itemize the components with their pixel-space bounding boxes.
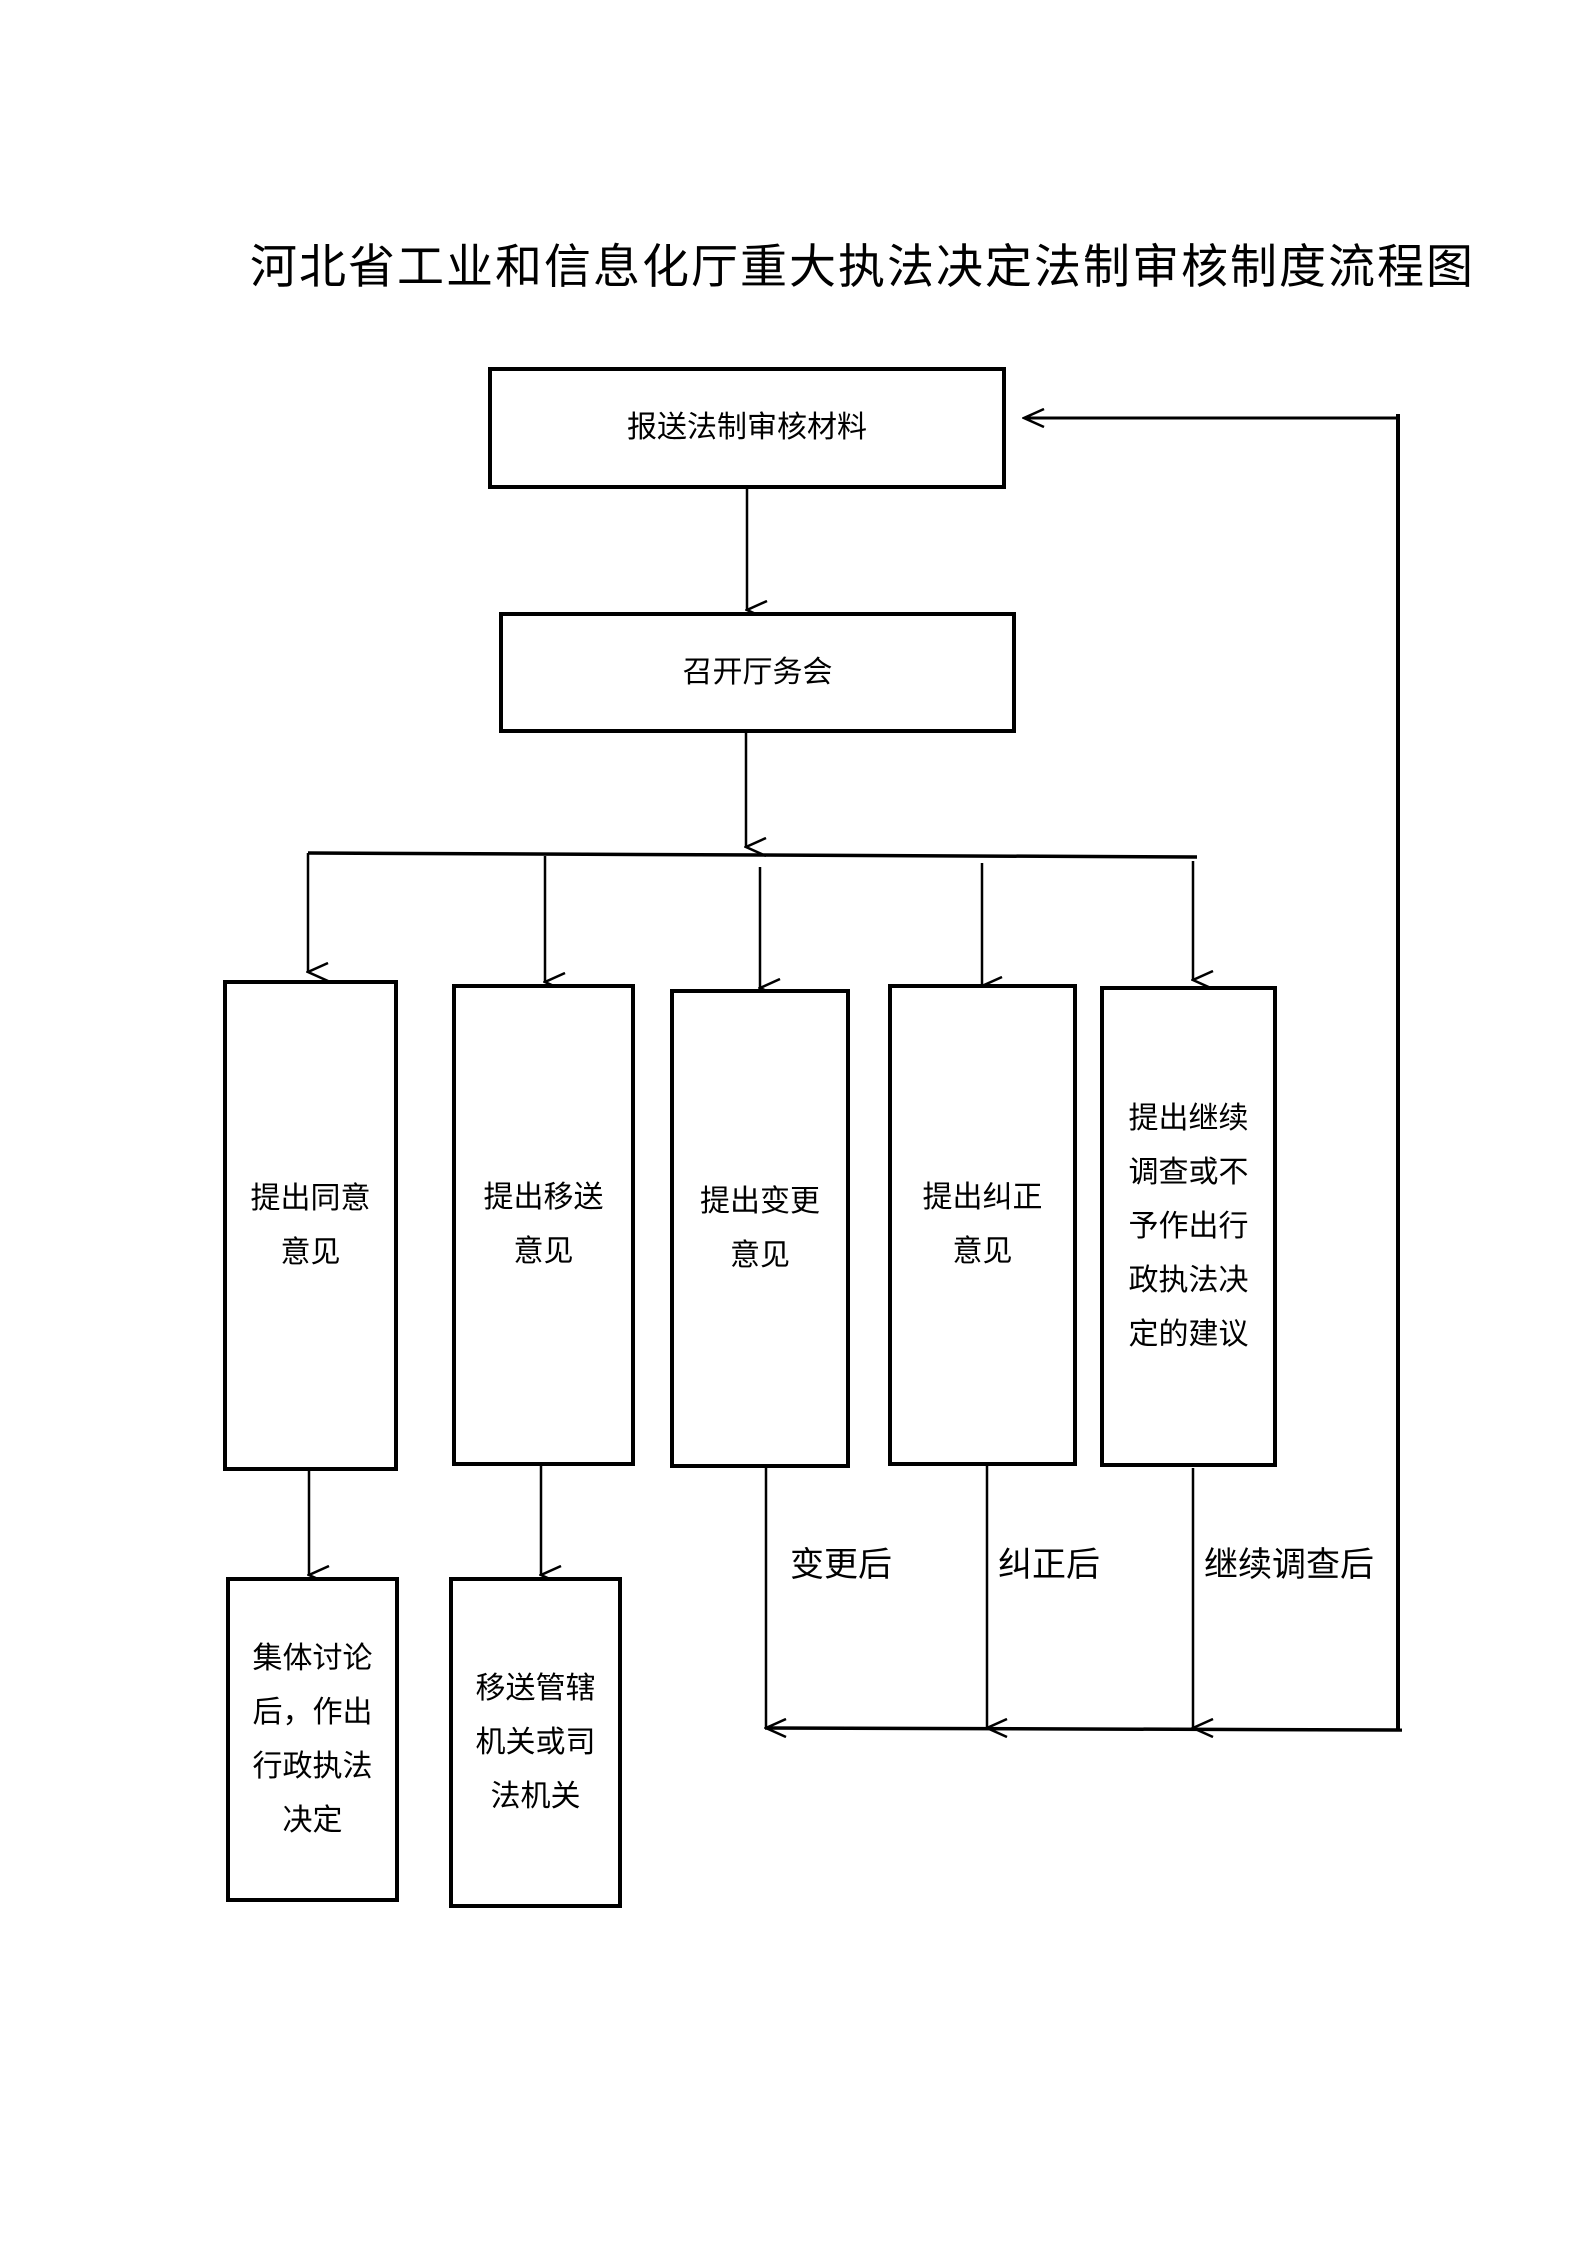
node-correct-label: 提出纠正意见 bbox=[922, 1180, 1043, 1269]
node-change: 提出变更意见 bbox=[670, 989, 850, 1468]
node-meeting: 召开厅务会 bbox=[499, 612, 1016, 733]
node-submit-label: 报送法制审核材料 bbox=[627, 410, 867, 445]
node-correct: 提出纠正意见 bbox=[888, 984, 1077, 1466]
node-agree: 提出同意意见 bbox=[223, 980, 398, 1471]
edge-label-after-correct: 纠正后 bbox=[998, 1545, 1100, 1585]
diagram-title: 河北省工业和信息化厅重大执法决定法制审核制度流程图 bbox=[250, 240, 1475, 295]
node-change-label: 提出变更意见 bbox=[700, 1183, 820, 1273]
node-submit: 报送法制审核材料 bbox=[488, 367, 1006, 489]
node-decide-label: 集体讨论后，作出行政执法决定 bbox=[252, 1640, 373, 1838]
node-continue: 提出继续调查或不予作出行政执法决定的建议 bbox=[1100, 986, 1277, 1467]
node-send-label: 移送管辖机关或司法机关 bbox=[475, 1670, 596, 1814]
edge-label-after-change: 变更后 bbox=[790, 1545, 892, 1585]
node-decide: 集体讨论后，作出行政执法决定 bbox=[226, 1577, 399, 1902]
node-transfer-label: 提出移送意见 bbox=[483, 1180, 604, 1269]
node-transfer: 提出移送意见 bbox=[452, 984, 635, 1466]
branch-line bbox=[307, 851, 1198, 859]
node-send: 移送管辖机关或司法机关 bbox=[449, 1577, 622, 1908]
node-continue-label: 提出继续调查或不予作出行政执法决定的建议 bbox=[1128, 1100, 1249, 1352]
node-meeting-label: 召开厅务会 bbox=[682, 654, 833, 690]
merge-line bbox=[764, 1726, 1403, 1732]
edge-label-after-continue: 继续调查后 bbox=[1204, 1545, 1374, 1585]
node-agree-label: 提出同意意见 bbox=[250, 1180, 371, 1270]
